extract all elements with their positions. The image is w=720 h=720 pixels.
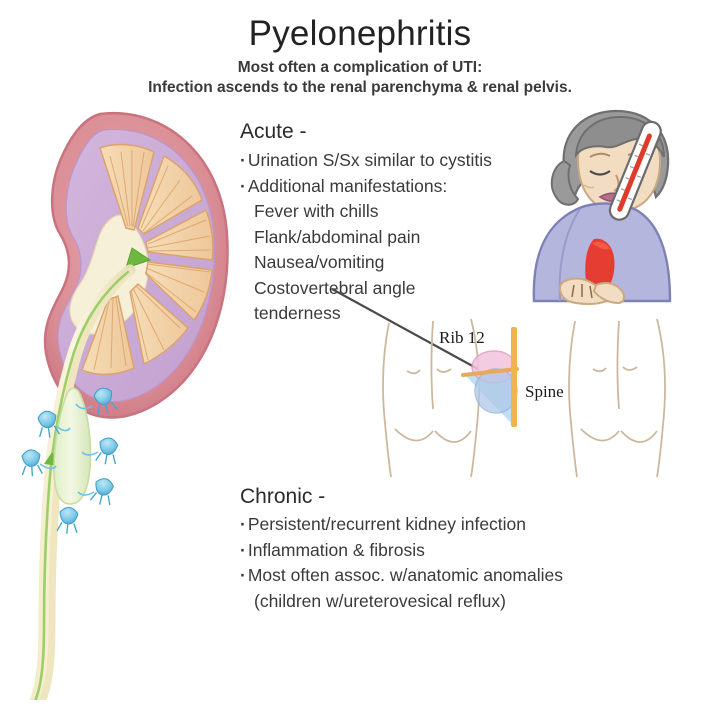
torso-right	[568, 318, 666, 478]
kidney-outline-lower	[474, 368, 518, 414]
list-item: tenderness	[254, 303, 341, 323]
subtitle-line-2: Infection ascends to the renal parenchym…	[148, 79, 572, 96]
list-item: Most often assoc. w/anatomic anomalies	[240, 563, 563, 589]
page-title: Pyelonephritis	[248, 14, 472, 53]
chronic-heading: Chronic -	[240, 485, 326, 508]
ascending-infection-path	[26, 270, 130, 716]
patient-illustration	[520, 105, 710, 310]
acute-symptom-list: Urination S/Sx similar to cystitis Addit…	[240, 148, 492, 327]
thermometer-ticks	[616, 143, 650, 202]
pain-indicator	[585, 238, 615, 296]
list-item: (children w/ureterovesical reflux)	[254, 590, 506, 611]
list-item: Persistent/recurrent kidney infection	[240, 512, 563, 538]
hand-right	[592, 282, 626, 305]
torso-left	[382, 318, 480, 478]
eyebrow-left	[589, 152, 611, 158]
rib-12-label: Rib 12	[439, 328, 485, 347]
patient-svg	[532, 109, 672, 305]
list-item: Nausea/vomiting	[254, 252, 385, 272]
pain-highlight	[592, 241, 610, 250]
back-anatomy-svg: Rib 12 Spine	[382, 318, 666, 478]
kidney-svg	[21, 111, 229, 720]
spine-label: Spine	[525, 382, 564, 401]
list-item: Fever with chills	[254, 201, 379, 221]
hair-side	[550, 159, 580, 206]
eye-left	[589, 170, 611, 176]
finger-lines	[571, 284, 593, 299]
back-anatomy-illustration: Rib 12 Spine	[375, 305, 695, 485]
subtitle-line-1: Most often a complication of UTI:	[237, 59, 483, 76]
page-subtitle: Most often a complication of UTI: Infect…	[0, 58, 720, 98]
list-item: Costovertebral angle	[254, 277, 416, 298]
pyramid-striations	[93, 150, 212, 371]
list-item: Inflammation & fibrosis	[240, 538, 563, 564]
leader-line	[330, 285, 490, 380]
bacteria-cluster	[21, 387, 119, 534]
thermometer-icon	[608, 120, 662, 221]
kidney-illustration	[8, 100, 268, 720]
rib-12-line	[461, 367, 519, 377]
leader-line-svg	[331, 288, 479, 370]
list-item: Additional manifestations:	[240, 174, 492, 200]
list-item: Flank/abdominal pain	[254, 226, 421, 247]
list-item: Urination S/Sx similar to cystitis	[240, 148, 492, 174]
infection-arrowhead	[125, 247, 152, 269]
leader-stroke	[331, 288, 479, 370]
renal-pyramids	[81, 143, 214, 375]
chronic-symptom-list: Persistent/recurrent kidney infection In…	[240, 512, 563, 614]
spine-bar	[511, 327, 517, 427]
acute-heading: Acute -	[240, 120, 307, 143]
